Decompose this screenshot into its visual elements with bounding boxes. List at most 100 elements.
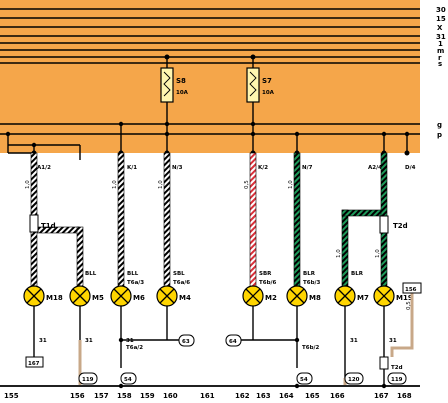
ref-119-box-right xyxy=(387,372,407,385)
lamp-m4-label: M4 xyxy=(179,294,191,302)
ref-64: 64 xyxy=(229,339,237,345)
connector-a2-4: A2/4 xyxy=(368,165,382,171)
footer-166: 166 xyxy=(330,392,345,400)
ref-119-right: 119 xyxy=(391,377,403,383)
footer-159: 159 xyxy=(140,392,155,400)
pin-31-m18: 31 xyxy=(39,338,47,344)
junction-t2d-label: T2d xyxy=(393,222,408,230)
rail-label-1: 1 xyxy=(438,40,443,48)
ref-64-box xyxy=(225,334,242,347)
lamp-m18-label: M18 xyxy=(46,294,63,302)
ref-119-left: 119 xyxy=(82,377,94,383)
junction-t1d-label: T1d xyxy=(41,222,56,230)
lamp-m8: M8 xyxy=(286,285,321,307)
wire-code-bll-m5: BLL xyxy=(85,271,97,277)
footer-167: 167 xyxy=(374,392,389,400)
ref-156-box xyxy=(402,282,422,294)
plug-t6a-3: T6a/3 xyxy=(127,280,144,286)
rail-label-15: 15 xyxy=(436,15,446,23)
fuse-s7-label: S7 xyxy=(262,77,272,85)
connector-n7: N/7 xyxy=(302,165,313,171)
ref-119-box-left xyxy=(78,372,98,385)
ref-54-box-right xyxy=(296,372,313,385)
output-wires xyxy=(33,306,385,385)
fuse-s7-rating: 10A xyxy=(262,90,275,96)
bus-rails xyxy=(0,8,420,135)
rail-label-g: g xyxy=(437,121,442,129)
footer-numbers: 155 156 157 158 159 160 161 162 163 164 … xyxy=(4,392,412,400)
fuse-s8-rating: 10A xyxy=(176,90,189,96)
panel-links xyxy=(5,121,410,153)
wire-size-n7: 1,0 xyxy=(288,180,294,189)
wire-code-blr-m8: BLR xyxy=(303,271,316,277)
ref-54-left: 54 xyxy=(124,377,132,383)
lamp-m7-label: M7 xyxy=(357,294,369,302)
ref-156: 156 xyxy=(405,287,417,293)
connector-k2: K/2 xyxy=(258,165,268,171)
connector-d4: D/4 xyxy=(405,165,416,171)
rail-label-x: X xyxy=(437,24,443,32)
rail-label-r: r xyxy=(438,54,442,62)
footer-155: 155 xyxy=(4,392,19,400)
fuse-s8-label: S8 xyxy=(176,77,186,85)
lamp-m8-label: M8 xyxy=(309,294,321,302)
fuse-s7: S7 10A xyxy=(246,54,275,153)
connector-k1: K/1 xyxy=(127,165,137,171)
wire-code-sbr-m2: SBR xyxy=(259,271,272,277)
central-electrics-panel xyxy=(0,0,420,153)
plug-t6b-2: T6b/2 xyxy=(302,345,320,351)
ref-54-right: 54 xyxy=(300,377,308,383)
wire-size-labels: 1,0 1,0 1,0 0,5 1,0 1,0 1,0 0,5 xyxy=(25,180,412,310)
ref-54-box-left xyxy=(120,372,137,385)
plug-t6b-6: T6b/6 xyxy=(259,280,277,286)
ref-167-box xyxy=(25,356,44,368)
lamp-m19-label: M19 xyxy=(396,294,413,302)
rail-label-s: s xyxy=(438,60,442,68)
footer-160: 160 xyxy=(163,392,178,400)
wire-code-sbl-m4: SBL xyxy=(173,271,185,277)
ref-120-box xyxy=(344,372,364,385)
wire-size-m7: 1,0 xyxy=(336,249,342,258)
connectors: A1/2 K/1 N/3 K/2 N/7 A2/4 D/4 xyxy=(8,142,416,171)
footer-165: 165 xyxy=(305,392,320,400)
ref-120: 120 xyxy=(348,377,360,383)
rail-labels: 30 15 X 31 1 m r s g p xyxy=(436,6,446,139)
junction-t2d-lower-label: T2d xyxy=(391,365,403,371)
wire-size-a1: 1,0 xyxy=(25,180,31,189)
footer-161: 161 xyxy=(200,392,215,400)
pin-31-m6: 31 xyxy=(126,338,134,344)
plug-t6a-2: T6a/2 xyxy=(126,345,143,351)
rail-label-m: m xyxy=(437,47,444,55)
connector-n3: N/3 xyxy=(172,165,183,171)
footer-156: 156 xyxy=(70,392,85,400)
rail-label-p: p xyxy=(437,131,442,139)
junction-t2d-lower xyxy=(379,356,389,370)
wire-codes: BLL BLL SBL SBR BLR BLR xyxy=(85,271,364,277)
junction-t2d xyxy=(379,215,389,234)
wire-code-blr-m7: BLR xyxy=(351,271,364,277)
wire-size-k2: 0,5 xyxy=(244,180,250,189)
pin-31-m19: 31 xyxy=(389,338,397,344)
footer-163: 163 xyxy=(256,392,271,400)
wire-size-t2d: 1,0 xyxy=(375,249,381,258)
ground-bar-dots xyxy=(118,383,387,389)
lamps: M18 M5 M6 M4 M2 M8 M xyxy=(23,285,413,307)
lamp-m2-label: M2 xyxy=(265,294,277,302)
lamp-m4: M4 xyxy=(156,285,191,307)
plug-t6b-3: T6b/3 xyxy=(303,280,321,286)
ref-63: 63 xyxy=(182,339,190,345)
references: 167 119 54 63 64 54 120 119 156 xyxy=(25,282,422,385)
plug-labels: T6a/3 T6a/6 T6b/6 T6b/3 T6a/2 T6b/2 xyxy=(126,280,321,351)
footer-164: 164 xyxy=(279,392,294,400)
wire-size-k1: 1,0 xyxy=(112,180,118,189)
ref-63-box xyxy=(178,334,195,347)
lamp-m5-label: M5 xyxy=(92,294,104,302)
ground-pin-labels: 31 31 31 31 31 xyxy=(39,338,397,344)
lamp-m6-label: M6 xyxy=(133,294,145,302)
ref-167: 167 xyxy=(28,361,40,367)
lamp-m5: M5 xyxy=(69,285,104,307)
footer-158: 158 xyxy=(117,392,132,400)
striped-wires xyxy=(30,152,388,287)
wire-code-bll-m6: BLL xyxy=(127,271,139,277)
